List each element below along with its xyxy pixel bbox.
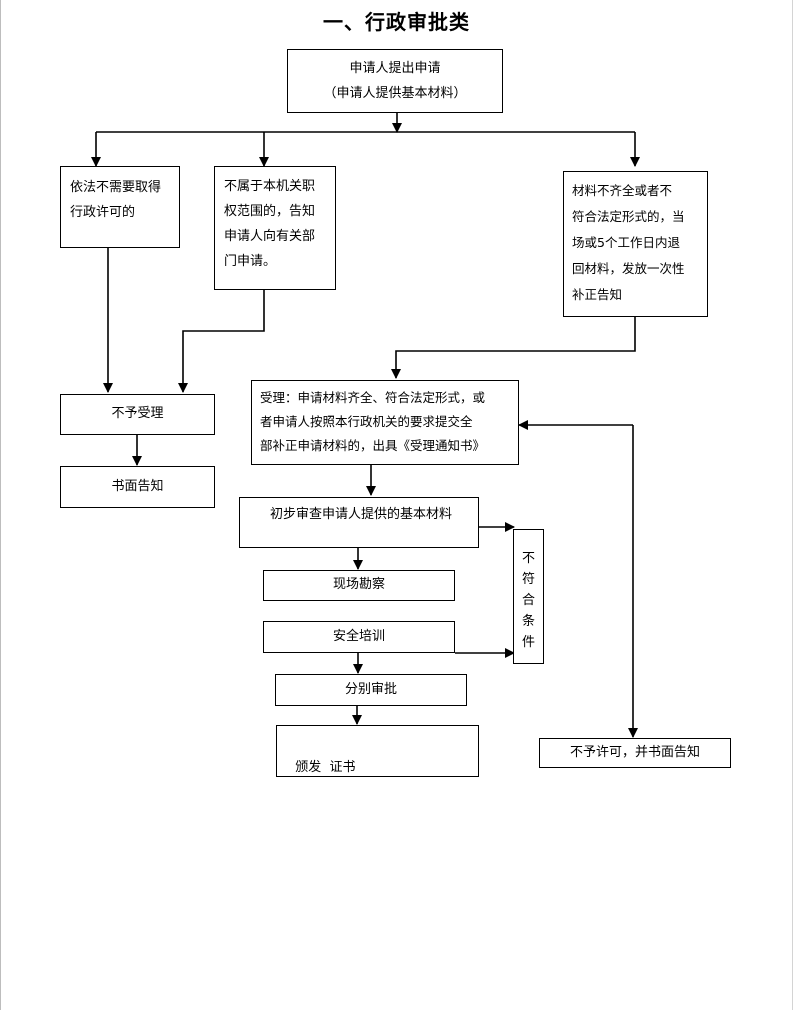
node-incomplete-line-4: 回材料，发放一次性: [572, 261, 685, 276]
node-safety-training-label: 安全培训: [332, 629, 385, 644]
node-incomplete-line-5: 补正告知: [572, 287, 623, 302]
node-unqualified-char-2: 符: [521, 572, 535, 587]
node-issue-certificate-label: 颁发 证书: [295, 760, 356, 775]
node-accept-line-3: 部补正申请材料的，出具《受理通知书》: [260, 438, 486, 453]
node-unqualified-char-3: 合: [521, 593, 535, 608]
node-reject: 不予受理: [60, 394, 215, 435]
node-safety-training: 安全培训: [263, 621, 455, 653]
page-edge-left: [0, 0, 1, 1010]
node-no-permit-needed: 依法不需要取得 行政许可的: [60, 166, 180, 248]
node-incomplete-line-2: 符合法定形式的，当: [572, 209, 685, 224]
node-not-scope-line-4: 门申请。: [224, 254, 277, 269]
node-no-permit-line-2: 行政许可的: [70, 205, 136, 220]
node-apply-line-2: （申请人提供基本材料）: [323, 86, 467, 101]
node-apply: 申请人提出申请 （申请人提供基本材料）: [287, 49, 503, 113]
node-preliminary: 初步审查申请人提供的基本材料: [239, 497, 479, 548]
node-not-scope-line-2: 权范围的，告知: [224, 204, 316, 219]
node-accept: 受理：申请材料齐全、符合法定形式，或 者申请人按照本行政机关的要求提交全 部补正…: [251, 380, 519, 465]
node-incomplete-line-3: 场或5个工作日内退: [572, 235, 680, 250]
node-written-notice: 书面告知: [60, 466, 215, 508]
node-incomplete-line-1: 材料不齐全或者不: [572, 183, 673, 198]
node-reject-label: 不予受理: [111, 406, 164, 421]
node-written-notice-label: 书面告知: [111, 479, 164, 494]
connector-incomplete-to-accept: [391, 317, 636, 379]
node-deny-notice: 不予许可，并书面告知: [539, 738, 731, 768]
node-no-permit-line-1: 依法不需要取得: [70, 180, 162, 195]
node-unqualified-char-1: 不: [521, 551, 535, 566]
node-accept-line-2: 者申请人按照本行政机关的要求提交全: [260, 414, 473, 429]
node-accept-line-1: 受理：申请材料齐全、符合法定形式，或: [260, 390, 486, 405]
page-title: 一、行政审批类: [323, 10, 470, 34]
node-incomplete: 材料不齐全或者不 符合法定形式的，当 场或5个工作日内退 回材料，发放一次性 补…: [563, 171, 708, 317]
node-deny-notice-label: 不予许可，并书面告知: [569, 745, 700, 760]
node-unqualified-char-4: 条: [521, 614, 535, 629]
node-issue-certificate: 颁发 证书: [276, 725, 479, 777]
node-separate-approval: 分别审批: [275, 674, 467, 706]
node-preliminary-label: 初步审查申请人提供的基本材料: [270, 507, 453, 522]
node-site-survey-label: 现场勘察: [332, 577, 385, 592]
node-site-survey: 现场勘察: [263, 570, 455, 601]
node-separate-approval-label: 分别审批: [344, 682, 397, 697]
node-unqualified-char-5: 件: [521, 635, 535, 650]
node-apply-line-1: 申请人提出申请: [349, 61, 441, 76]
node-not-scope-line-3: 申请人向有关部: [224, 229, 316, 244]
node-unqualified: 不 符 合 条 件: [513, 529, 544, 664]
node-not-scope-line-1: 不属于本机关职: [224, 179, 316, 194]
node-not-our-scope: 不属于本机关职 权范围的，告知 申请人向有关部 门申请。: [214, 166, 336, 290]
connector-not-scope-to-reject: [178, 290, 265, 393]
